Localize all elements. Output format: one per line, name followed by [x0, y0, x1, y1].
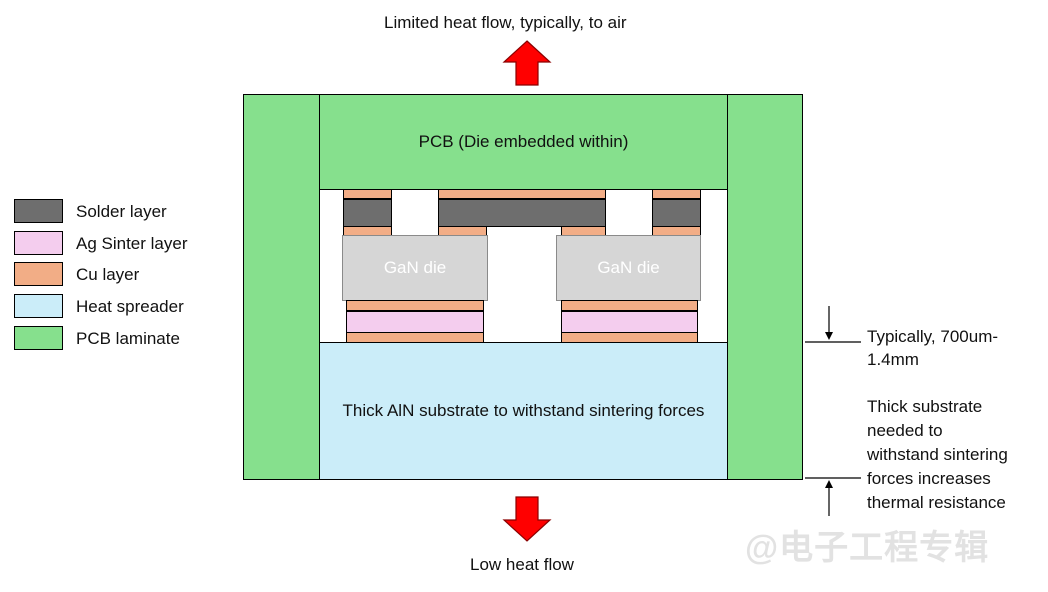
substrate-note-line3: withstand sintering [867, 445, 1008, 464]
legend-label-solder: Solder layer [76, 202, 167, 221]
substrate-note: Thick substrate needed to withstand sint… [867, 395, 1008, 515]
aln-substrate: Thick AlN substrate to withstand sinteri… [319, 342, 728, 480]
legend-label-heat-spreader: Heat spreader [76, 297, 184, 316]
cu-pad-top-1 [343, 189, 392, 199]
pcb-label: PCB (Die embedded within) [418, 132, 629, 151]
pcb-laminate-right [727, 94, 803, 480]
pcb-laminate-left [243, 94, 320, 480]
legend-swatch-heat-spreader [14, 294, 63, 318]
substrate-note-line2: needed to [867, 421, 943, 440]
substrate-label: Thick AlN substrate to withstand sinteri… [342, 401, 705, 420]
substrate-note-line4: forces increases [867, 469, 991, 488]
solder-3 [652, 199, 701, 227]
thickness-annotation-line2: 1.4mm [867, 350, 919, 369]
down-arrow-icon [502, 496, 552, 542]
solder-2 [438, 199, 606, 227]
legend-label-ag-sinter: Ag Sinter layer [76, 234, 188, 253]
solder-1 [343, 199, 392, 227]
thickness-annotation-line1: Typically, 700um- [867, 327, 999, 346]
top-heat-flow-label: Limited heat flow, typically, to air [384, 13, 627, 32]
gan-die-right: GaN die [556, 235, 701, 301]
thickness-dimension-marker [805, 306, 861, 516]
legend-swatch-ag-sinter [14, 231, 63, 255]
legend-label-cu: Cu layer [76, 265, 140, 284]
ag-sinter-left [346, 311, 484, 333]
cu-layer-under-die-right [561, 300, 698, 311]
ag-sinter-right [561, 311, 698, 333]
pcb-top-layer: PCB (Die embedded within) [319, 94, 728, 190]
substrate-note-line5: thermal resistance [867, 493, 1006, 512]
cu-pad-top-2 [438, 189, 606, 199]
gan-die-right-label: GaN die [597, 258, 660, 277]
legend-swatch-solder [14, 199, 63, 223]
legend-label-pcb-laminate: PCB laminate [76, 329, 180, 348]
watermark: @电子工程专辑 [745, 529, 990, 567]
gan-die-left-label: GaN die [383, 258, 447, 277]
cu-pad-top-3 [652, 189, 701, 199]
cu-layer-under-die-left [346, 300, 484, 311]
substrate-note-line1: Thick substrate [867, 397, 983, 416]
legend-swatch-cu [14, 262, 63, 286]
gan-die-left: GaN die [342, 235, 488, 301]
bottom-heat-flow-label: Low heat flow [470, 555, 574, 574]
up-arrow-icon [502, 40, 552, 86]
legend-swatch-pcb-laminate [14, 326, 63, 350]
